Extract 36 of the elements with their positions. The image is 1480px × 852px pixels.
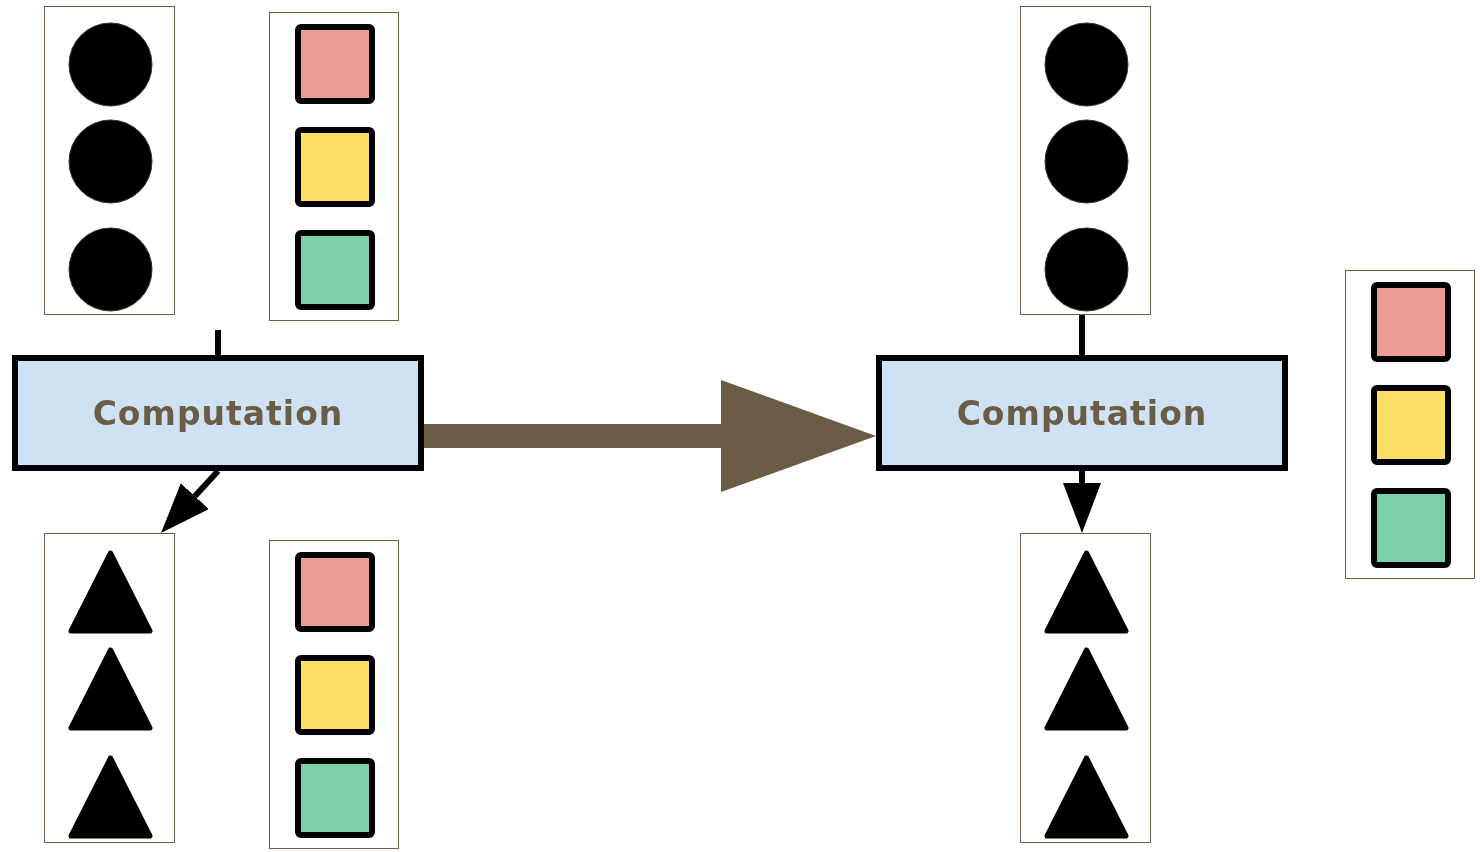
square-icon [295,552,375,632]
column-panel [1020,533,1151,843]
square-icon [295,230,375,310]
process-label: Computation [92,393,344,433]
square-icon [295,655,375,735]
triangle-icon [68,646,153,731]
triangle-icon [68,754,153,839]
arrow [1063,471,1101,533]
process-box [12,355,424,471]
process-box [876,355,1288,471]
connector-line [1079,315,1085,355]
column-panel [269,540,399,849]
column-panel [269,12,399,321]
circle-icon [1044,119,1129,204]
square-icon [1371,385,1451,465]
circle-icon [68,22,153,107]
triangle-icon [1044,754,1129,839]
square-icon [1371,488,1451,568]
column-panel [1020,6,1151,315]
column-panel [44,533,175,843]
square-icon [1371,282,1451,362]
square-icon [295,24,375,104]
connector-line [215,330,221,355]
circle-icon [1044,227,1129,312]
circle-icon [1044,22,1129,107]
circle-icon [68,119,153,204]
circle-icon [68,227,153,312]
square-icon [295,758,375,838]
column-panel [1345,270,1475,579]
square-icon [295,127,375,207]
transition-arrow [424,380,876,492]
triangle-icon [1044,549,1129,634]
process-label: Computation [956,393,1208,433]
triangle-icon [68,549,153,634]
column-panel [44,6,175,315]
triangle-icon [1044,646,1129,731]
